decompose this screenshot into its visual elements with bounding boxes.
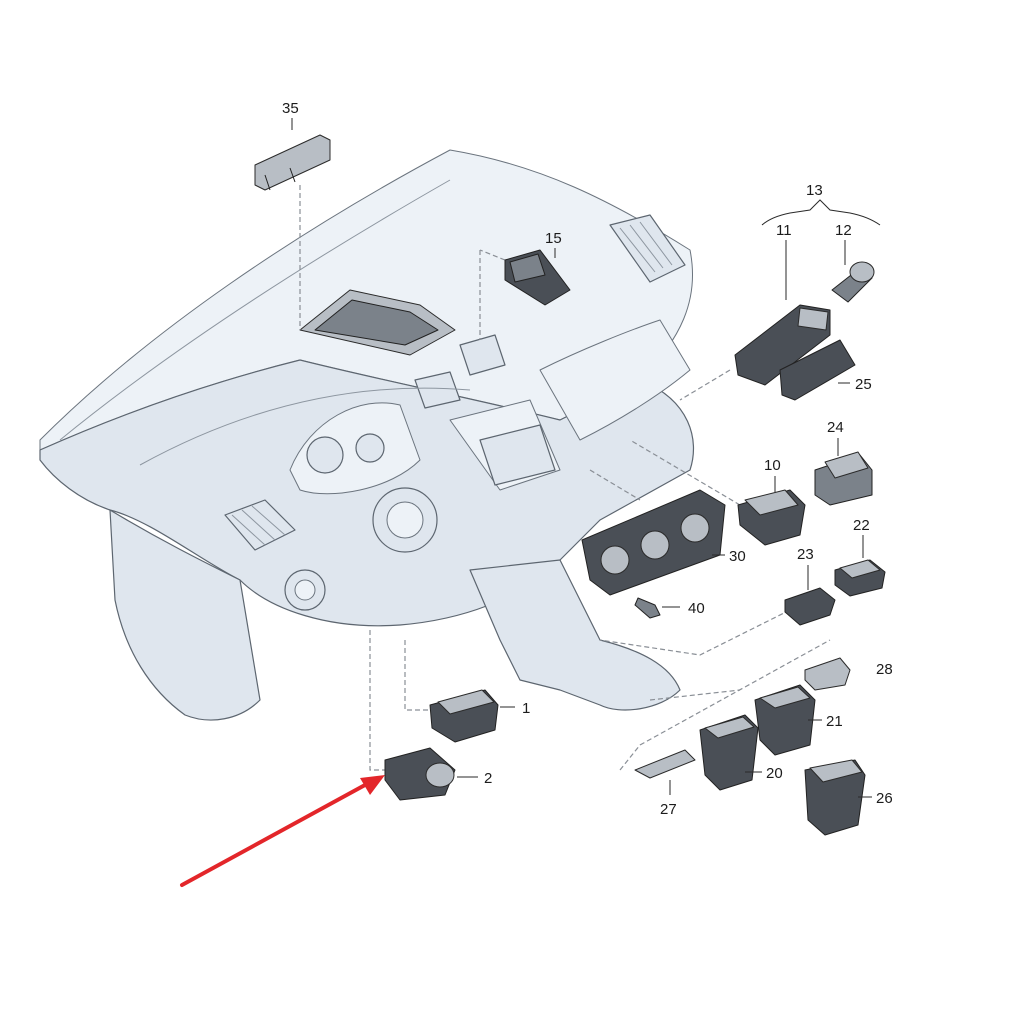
label-15: 15 <box>545 230 562 247</box>
label-24: 24 <box>827 419 844 436</box>
part-23-switch[interactable] <box>784 587 836 626</box>
part-15-switch[interactable] <box>504 249 571 306</box>
label-40: 40 <box>688 600 705 617</box>
label-2: 2 <box>484 770 492 787</box>
leader-lines <box>299 185 831 771</box>
part-labels: 35 15 13 11 12 25 24 10 22 23 30 40 28 2… <box>282 100 893 818</box>
label-28: 28 <box>876 661 893 678</box>
part-20-switch[interactable] <box>699 714 759 791</box>
label-21: 21 <box>826 713 843 730</box>
part-2-headlight-switch[interactable] <box>384 747 456 801</box>
label-11: 11 <box>776 222 792 239</box>
label-13: 13 <box>806 182 823 199</box>
part-30-climate-control-panel[interactable] <box>581 489 726 596</box>
part-10-switch[interactable] <box>737 489 806 546</box>
part-22-switch[interactable] <box>834 559 886 597</box>
part-11-switch[interactable] <box>734 304 831 386</box>
part-1-switch-block[interactable] <box>429 689 499 743</box>
label-25: 25 <box>855 376 872 393</box>
part-25-blank-cover[interactable] <box>779 339 856 401</box>
part-21-switch[interactable] <box>754 684 816 756</box>
part-40-screw[interactable] <box>634 597 661 619</box>
label-12: 12 <box>835 222 852 239</box>
part-35-sensor-cover[interactable] <box>254 134 331 191</box>
part-27-blank-cover[interactable] <box>634 749 696 779</box>
dashboard-body <box>39 149 695 721</box>
label-27: 27 <box>660 801 677 818</box>
label-1: 1 <box>522 700 530 717</box>
label-leaders <box>291 118 881 798</box>
label-23: 23 <box>797 546 814 563</box>
label-30: 30 <box>729 548 746 565</box>
part-28-blank-cover[interactable] <box>804 657 851 691</box>
part-26-switch[interactable] <box>804 759 866 836</box>
red-pointer-arrow <box>180 775 385 887</box>
label-26: 26 <box>876 790 893 807</box>
label-35: 35 <box>282 100 299 117</box>
label-10: 10 <box>764 457 781 474</box>
label-20: 20 <box>766 765 783 782</box>
label-22: 22 <box>853 517 870 534</box>
part-24-switch[interactable] <box>814 451 873 506</box>
part-12-bulb[interactable] <box>831 261 875 303</box>
